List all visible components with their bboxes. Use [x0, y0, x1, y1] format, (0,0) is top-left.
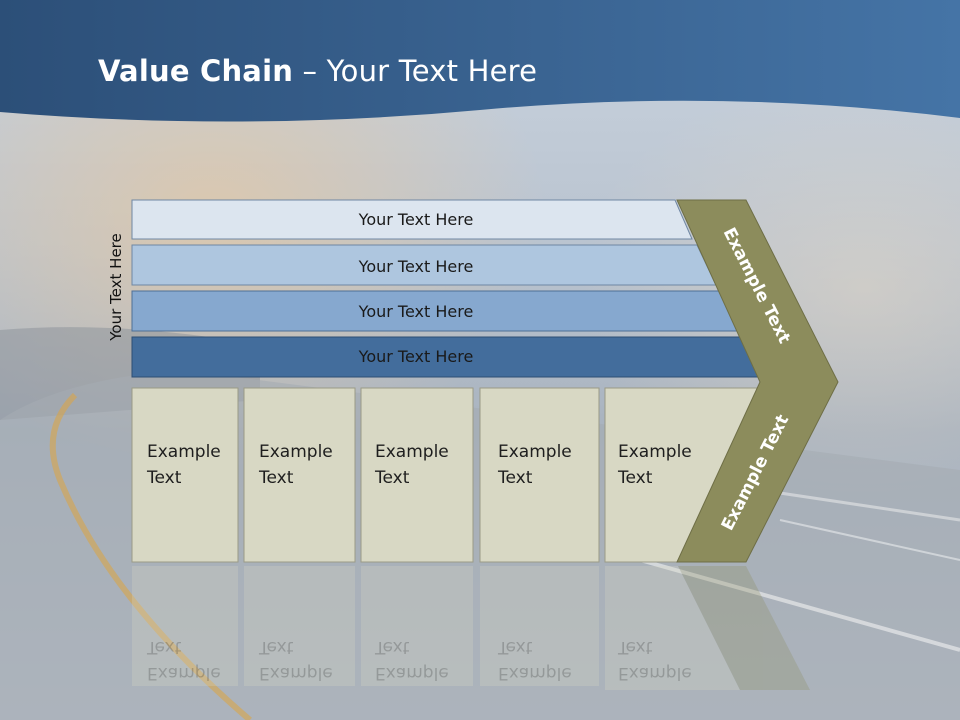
reflection-text-2-line1: Example	[259, 663, 333, 683]
primary-box-2-text: Example Text	[259, 439, 333, 491]
primary-box-5-line1: Example	[618, 442, 692, 462]
primary-box-1-line2: Text	[147, 468, 182, 488]
primary-box-3-line2: Text	[375, 468, 410, 488]
diagram-reflection	[132, 566, 810, 690]
primary-box-5-text: Example Text	[618, 439, 692, 491]
reflection-text-4: Example Text	[498, 634, 572, 686]
primary-box-4-line2: Text	[498, 468, 533, 488]
reflection-text-5-line2: Text	[618, 637, 653, 657]
primary-box-3-line1: Example	[375, 442, 449, 462]
support-bar-1-label: Your Text Here	[358, 210, 474, 229]
primary-box-2-line1: Example	[259, 442, 333, 462]
reflection-text-3-line1: Example	[375, 663, 449, 683]
reflection-text-2-line2: Text	[259, 637, 294, 657]
support-bar-3-label: Your Text Here	[358, 302, 474, 321]
title-bold: Value Chain	[98, 54, 294, 88]
reflection-text-5: Example Text	[618, 634, 692, 686]
primary-box-4-text: Example Text	[498, 439, 572, 491]
primary-box-2[interactable]	[243, 387, 356, 563]
title-rest: – Your Text Here	[293, 54, 538, 88]
primary-box-1-line1: Example	[147, 442, 221, 462]
support-bar-2-label: Your Text Here	[358, 257, 474, 276]
primary-box-3-text: Example Text	[375, 439, 449, 491]
primary-box-4[interactable]	[479, 387, 600, 563]
reflection-text-4-line2: Text	[498, 637, 533, 657]
primary-box-2-line2: Text	[259, 468, 294, 488]
support-bar-4-label: Your Text Here	[358, 347, 474, 366]
support-bar-1[interactable]	[131, 199, 693, 240]
margin-chevron[interactable]	[676, 199, 839, 563]
reflection-text-3: Example Text	[375, 634, 449, 686]
reflection-text-1-line2: Text	[147, 637, 182, 657]
primary-box-3[interactable]	[360, 387, 474, 563]
reflection-text-1: Example Text	[147, 634, 221, 686]
primary-box-1-text: Example Text	[147, 439, 221, 491]
primary-box-4-line1: Example	[498, 442, 572, 462]
reflection-text-2: Example Text	[259, 634, 333, 686]
slide-title: Value Chain – Your Text Here	[98, 54, 537, 88]
reflection-text-3-line2: Text	[375, 637, 410, 657]
reflection-text-5-line1: Example	[618, 663, 692, 683]
reflection-text-1-line1: Example	[147, 663, 221, 683]
primary-box-5-line2: Text	[618, 468, 653, 488]
reflection-text-4-line1: Example	[498, 663, 572, 683]
primary-box-1[interactable]	[131, 387, 239, 563]
